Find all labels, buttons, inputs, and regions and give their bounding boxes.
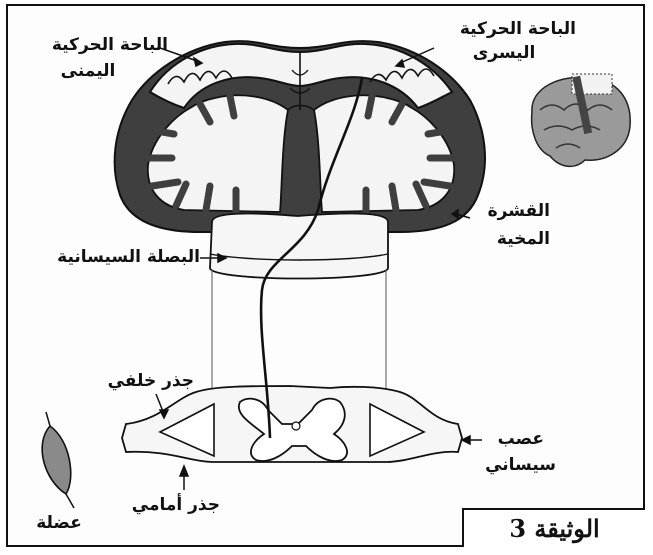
anterior-root-label: جذر أمامي <box>116 494 220 516</box>
right-motor-area-label-line1: الباحة الحركية <box>28 34 168 56</box>
right-motor-area-label-line2: اليمنى <box>28 60 148 82</box>
muscle-label: عضلة <box>24 512 94 534</box>
spinal-nerve-label-line1: عصب <box>486 428 544 450</box>
muscle-illustration <box>42 412 74 508</box>
cortex-label-line2: المخية <box>480 228 550 250</box>
document-title: الوثيقة 3 <box>509 514 599 543</box>
left-motor-area-label-line2: اليسرى <box>444 42 564 64</box>
inset-brain-icon <box>532 74 631 166</box>
left-motor-area-label-line1: الباحة الحركية <box>444 18 576 40</box>
spinal-cord-section <box>122 386 462 462</box>
document-title-box: الوثيقة 3 <box>462 508 645 547</box>
brain-coronal-section <box>115 41 485 232</box>
posterior-root-label: جذر خلفي <box>104 370 194 392</box>
cortex-label-line1: القشرة <box>480 200 550 222</box>
medulla-label: البصلة السيسانية <box>28 246 200 268</box>
spinal-nerve-label-line2: سيساني <box>476 454 556 476</box>
